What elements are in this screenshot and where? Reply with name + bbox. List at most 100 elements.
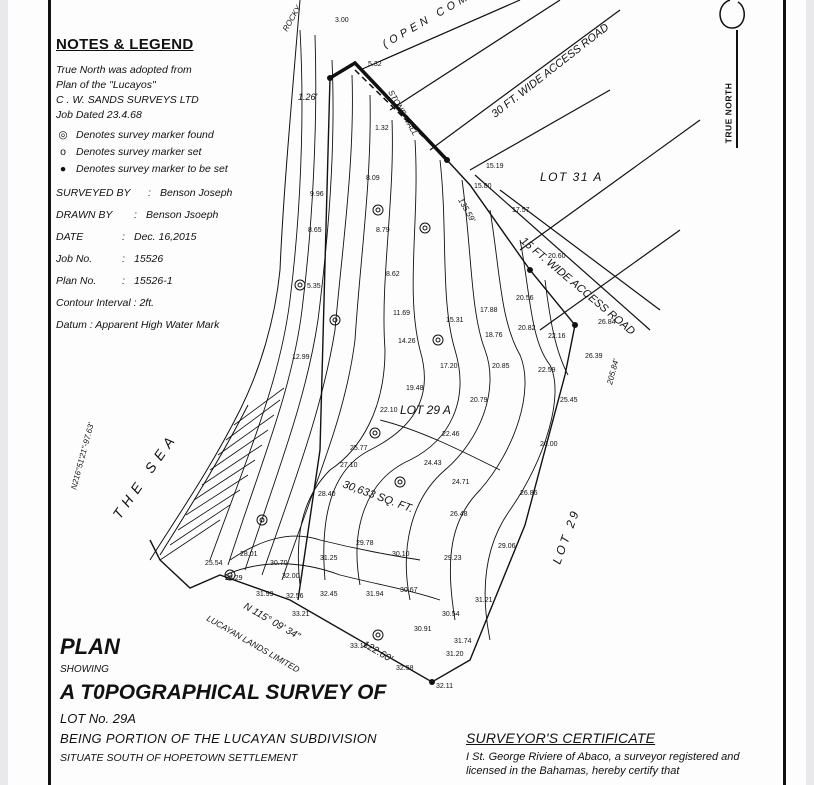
elev: 31.99 — [256, 591, 274, 598]
elev: 11.69 — [393, 310, 410, 317]
elev: 9.96 — [310, 191, 324, 198]
elev: 12.99 — [292, 354, 310, 361]
elev: 32.45 — [320, 591, 338, 598]
elev: 32.58 — [396, 665, 414, 672]
left-border-line — [48, 0, 51, 785]
legend-item: ● Denotes survey marker to be set — [56, 161, 306, 178]
field-sep: : — [148, 187, 151, 199]
field-sep: : — [122, 231, 125, 243]
north-arrow-icon — [719, 0, 745, 148]
contour-interval: Contour Interval : 2ft. — [56, 297, 155, 309]
situate-line: SITUATE SOUTH OF HOPETOWN SETTLEMENT — [60, 752, 298, 764]
elev: 30.67 — [400, 587, 418, 594]
certificate-title: SURVEYOR'S CERTIFICATE — [466, 730, 656, 746]
elev: 20.60 — [548, 253, 566, 260]
marker-set-icon: o — [60, 146, 66, 158]
legend-label: Denotes survey marker set — [76, 146, 202, 158]
elev: 30.10 — [392, 551, 410, 558]
rocky-label: ROCKY — [281, 3, 303, 33]
elev: 26.48 — [450, 511, 468, 518]
legend-item: o Denotes survey marker set — [56, 144, 306, 161]
stone-wall-line — [329, 60, 449, 162]
elev: 5.35 — [307, 283, 321, 290]
date-row: DATE : Dec. 16,2015 — [56, 226, 306, 248]
road-lines — [359, 0, 701, 331]
lot-number: LOT No. 29A — [60, 711, 136, 726]
elev: 1.32 — [375, 125, 389, 132]
subdivision-line: BEING PORTION OF THE LUCAYAN SUBDIVISION — [60, 731, 377, 746]
lot-29-label: LOT 29 — [550, 507, 583, 566]
elev: 28.40 — [318, 491, 336, 498]
legend-item: ◎ Denotes survey marker found — [56, 127, 306, 144]
elev: 29.06 — [498, 543, 516, 550]
field-key: DRAWN BY — [56, 209, 113, 221]
elev: 8.79 — [376, 227, 390, 234]
legend-label: Denotes survey marker found — [76, 129, 214, 141]
legend-list: ◎ Denotes survey marker found o Denotes … — [56, 127, 306, 178]
elev: 31.25 — [320, 555, 338, 562]
elev: 26.86 — [520, 490, 538, 497]
elev: 24.43 — [424, 460, 442, 467]
contour-lines — [209, 29, 569, 641]
elev: 17.57 — [512, 207, 530, 214]
elev: 22.16 — [548, 333, 566, 340]
stone-wall-dashed — [354, 69, 448, 161]
left-page-edge — [0, 0, 8, 785]
elev: 30.70 — [270, 560, 288, 567]
field-value: Dec. 16,2015 — [134, 231, 197, 243]
survey-title: A T0POGRAPHICAL SURVEY OF — [60, 681, 387, 704]
elev: 31.94 — [366, 591, 384, 598]
elev: 20.82 — [518, 325, 536, 332]
elev: 33.16 — [350, 643, 368, 650]
job-no-row: Job No. : 15526 — [56, 248, 306, 270]
field-value: 15526 — [134, 253, 164, 265]
elev: 31.21 — [475, 597, 493, 604]
elev: 32.11 — [436, 683, 453, 690]
field-key: Job No. — [56, 253, 93, 265]
elev: 15.19 — [486, 163, 504, 170]
plan-no-row: Plan No. : 15526-1 — [56, 270, 306, 292]
elev: 22.10 — [380, 407, 398, 414]
found-markers — [224, 204, 444, 641]
field-value: Benson Joseph — [160, 187, 233, 199]
lot-31a-label: LOT 31 A — [540, 170, 603, 184]
coastline — [149, 0, 301, 561]
elev: 29.23 — [444, 555, 462, 562]
survey-markers — [327, 75, 578, 685]
elev: 27.10 — [340, 462, 358, 469]
elev: 32.00 — [282, 573, 300, 580]
field-sep: : — [122, 253, 125, 265]
spot-elevations: 15.19 17.57 20.60 15.80 8.79 8.62 8.09 8… — [205, 17, 616, 690]
notes-legend-panel: NOTES & LEGEND True North was adopted fr… — [56, 36, 306, 336]
elev: 26.39 — [585, 353, 603, 360]
elev: 32.56 — [286, 593, 304, 600]
elev: 15.80 — [474, 183, 492, 190]
elev: 26.00 — [540, 441, 558, 448]
north-note-line: Plan of the "Lucayos" — [56, 79, 156, 91]
elev: 26.84 — [598, 319, 616, 326]
plan-title-block: PLAN SHOWING A T0POGRAPHICAL SURVEY OF L… — [60, 634, 386, 764]
field-sep: : — [122, 275, 125, 287]
surveyor-certificate: SURVEYOR'S CERTIFICATE I St. George Rivi… — [466, 730, 776, 778]
field-key: DATE — [56, 231, 84, 243]
elev: 5.32 — [368, 61, 382, 68]
elev: 33.21 — [292, 611, 310, 618]
elev: 25.54 — [205, 560, 223, 567]
drawn-by-row: DRAWN BY : Benson Jsoeph — [56, 204, 306, 226]
field-sep: : — [134, 209, 137, 221]
elev: 20.56 — [516, 295, 534, 302]
elev: 19.48 — [406, 385, 424, 392]
field-value: Benson Jsoeph — [146, 209, 219, 221]
the-sea-label: THE SEA — [109, 429, 181, 522]
notes-title: NOTES & LEGEND — [56, 36, 194, 53]
open-community-label: (OPEN COMMUNITY — [381, 0, 531, 51]
elev: 20.79 — [470, 397, 488, 404]
field-value: 15526-1 — [134, 275, 173, 287]
lot-boundary — [149, 62, 576, 683]
marker-found-icon: ◎ — [58, 129, 68, 141]
field-key: SURVEYED BY — [56, 187, 131, 199]
elev: 20.85 — [492, 363, 510, 370]
elev: 3.00 — [335, 17, 349, 24]
elev: 31.20 — [446, 651, 464, 658]
marker-to-be-set-icon: ● — [59, 163, 67, 175]
